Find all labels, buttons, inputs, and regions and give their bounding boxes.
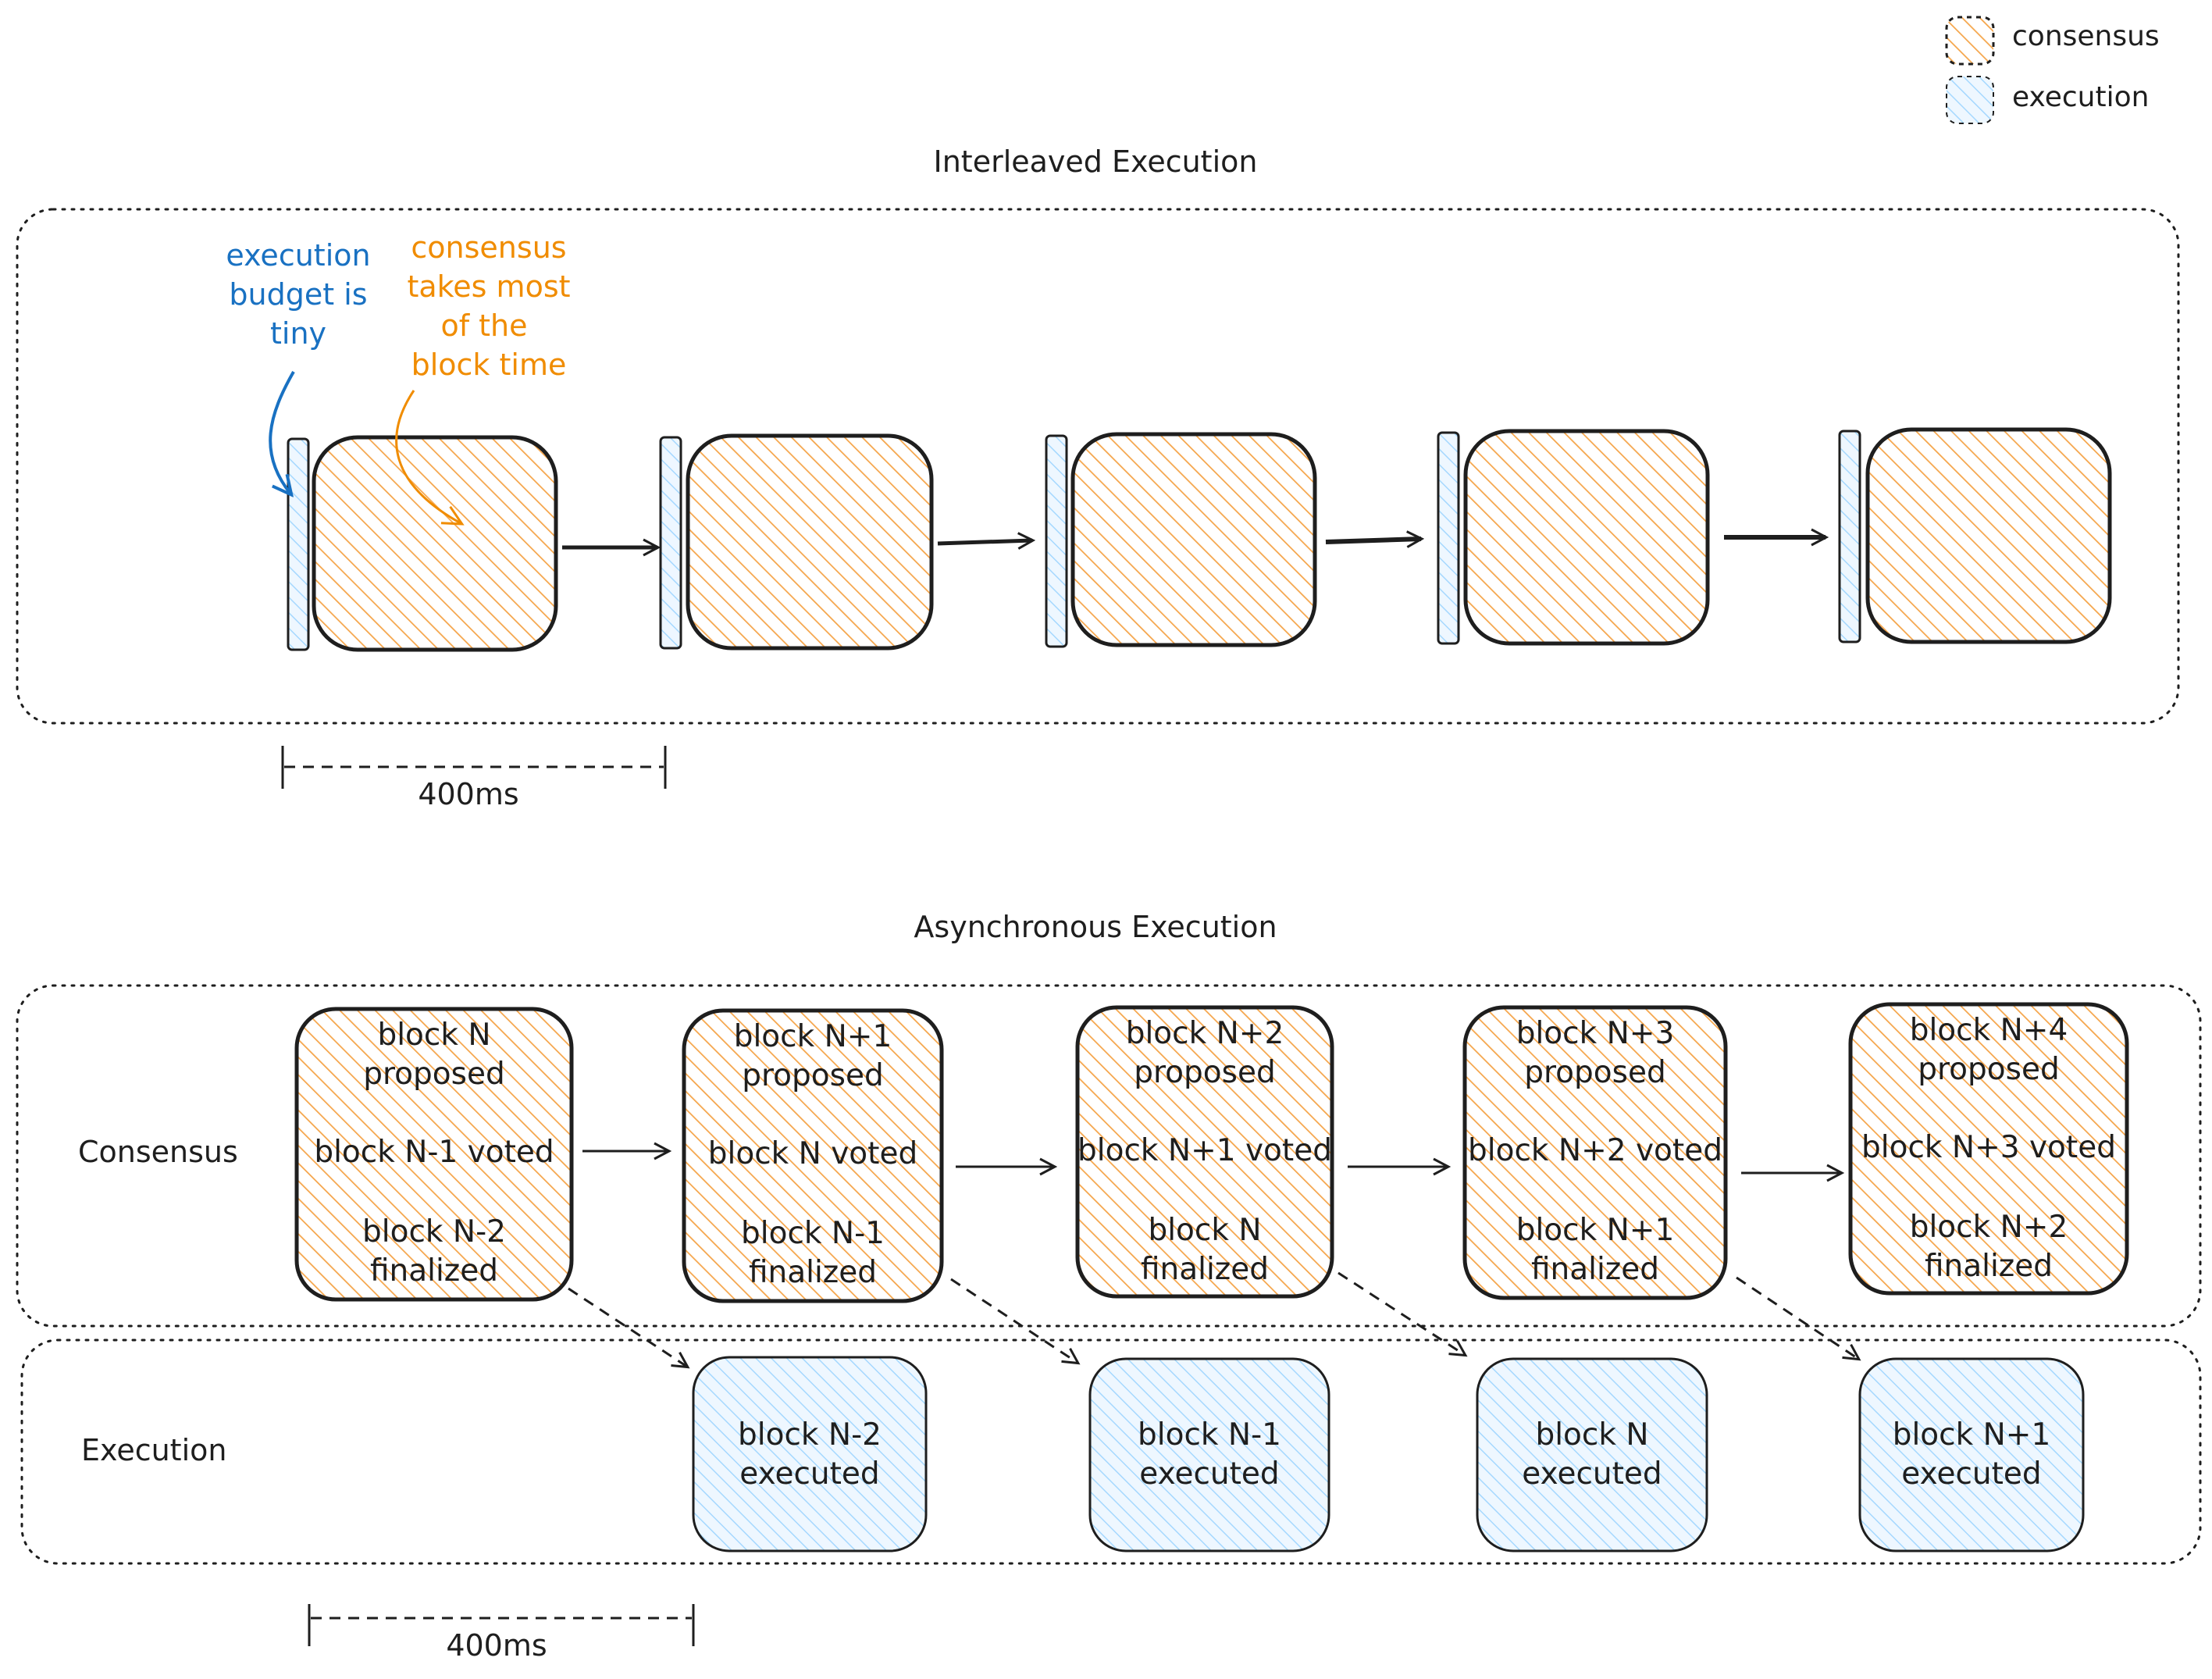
duration-label: 400ms: [418, 777, 518, 811]
note-line: takes most: [407, 269, 570, 304]
execution-slice: [659, 436, 682, 650]
execute-arrow: [1736, 1276, 1858, 1359]
block-text-line: executed: [739, 1456, 879, 1492]
block-proposed-line: proposed: [1918, 1052, 2059, 1087]
execution-lane: [20, 1339, 2202, 1565]
block-proposed-line: proposed: [363, 1057, 504, 1092]
interleaved-title: Interleaved Execution: [934, 144, 1258, 179]
note-consensus-time: consensus takes most of the block time: [395, 230, 571, 526]
legend-item-consensus: consensus: [1945, 16, 2160, 66]
block-proposed-line: block N: [377, 1018, 490, 1053]
block-finalized-line: block N+2: [1910, 1210, 2068, 1245]
lane-label-consensus: Consensus: [78, 1135, 238, 1169]
block-finalized-line: finalized: [370, 1253, 498, 1289]
block-proposed-line: proposed: [742, 1058, 883, 1093]
block-proposed-line: proposed: [1134, 1055, 1275, 1090]
note-line: execution: [226, 238, 370, 273]
duration-marker-interleaved: 400ms: [281, 746, 667, 811]
legend: consensus execution: [1945, 16, 2160, 124]
block-box: [682, 1008, 944, 1303]
block-text-line: block N: [1535, 1417, 1648, 1453]
block-text-line: block N-2: [738, 1417, 882, 1453]
note-line: of the: [440, 308, 527, 343]
block-proposed-line: block N+3: [1516, 1016, 1675, 1051]
consensus-block-2: block N+2 proposed block N+1 voted block…: [1075, 1005, 1334, 1299]
block-voted-line: block N+2 voted: [1468, 1133, 1722, 1168]
note-line: tiny: [270, 316, 326, 351]
block-proposed-line: block N+2: [1126, 1016, 1284, 1051]
consensus-block: [312, 435, 558, 652]
block-voted-line: block N-1 voted: [314, 1135, 554, 1170]
block-text-line: block N-1: [1138, 1417, 1281, 1453]
execution-block-2: block N executed: [1476, 1357, 1708, 1552]
block-text-line: executed: [1901, 1456, 2041, 1492]
consensus-block-1: block N+1 proposed block N voted block N…: [682, 1008, 944, 1303]
block-finalized-line: finalized: [1141, 1252, 1269, 1287]
block-box: [1088, 1357, 1330, 1552]
consensus-block: [1463, 429, 1710, 646]
block-proposed-line: block N+1: [734, 1019, 892, 1054]
consensus-block: [1865, 427, 2112, 644]
block-text-line: block N+1: [1893, 1417, 2051, 1453]
block-text-line: executed: [1522, 1456, 1662, 1492]
block-text-line: executed: [1139, 1456, 1279, 1492]
block-proposed-line: block N+4: [1910, 1013, 2068, 1048]
block-box: [1476, 1357, 1708, 1552]
block-finalized-line: finalized: [1925, 1249, 2053, 1284]
note-arrow-blue: [269, 371, 295, 494]
legend-swatch-execution: [1946, 76, 1994, 124]
block-voted-line: block N voted: [708, 1136, 917, 1171]
block-box: [1075, 1005, 1334, 1299]
note-line: block time: [411, 348, 567, 382]
legend-swatch-consensus: [1945, 16, 1995, 66]
execution-slice: [1437, 431, 1460, 645]
execution-block-3: block N+1 executed: [1858, 1357, 2085, 1552]
note-arrow-orange: [395, 390, 465, 526]
block-finalized-line: block N-2: [362, 1214, 506, 1249]
block-box: [1848, 1002, 2129, 1296]
block-box: [1462, 1005, 1728, 1300]
lane-label-execution: Execution: [81, 1433, 226, 1467]
flow-arrow: [937, 540, 1032, 544]
legend-label-consensus: consensus: [2012, 20, 2160, 52]
execute-arrow: [1338, 1271, 1465, 1355]
note-execution-budget: execution budget is tiny: [226, 238, 371, 494]
block-voted-line: block N+1 voted: [1078, 1133, 1332, 1168]
block-box: [1858, 1357, 2085, 1552]
interleaved-timeline: [287, 427, 2112, 652]
execution-block-0: block N-2 executed: [692, 1356, 928, 1552]
block-box: [294, 1007, 574, 1302]
execution-slice: [1045, 434, 1068, 648]
block-finalized-line: finalized: [1531, 1252, 1659, 1287]
flow-arrow: [1325, 539, 1421, 542]
block-proposed-line: proposed: [1524, 1055, 1665, 1090]
consensus-block-0: block N proposed block N-1 voted block N…: [294, 1007, 574, 1302]
consensus-block: [1070, 432, 1317, 647]
duration-marker-async: 400ms: [308, 1604, 695, 1663]
consensus-block-3: block N+3 proposed block N+2 voted block…: [1462, 1005, 1728, 1300]
block-finalized-line: block N: [1148, 1213, 1261, 1248]
block-finalized-line: finalized: [749, 1255, 877, 1290]
note-line: budget is: [229, 277, 367, 312]
block-finalized-line: block N+1: [1516, 1213, 1675, 1248]
legend-item-execution: execution: [1946, 76, 2149, 124]
execution-slice: [287, 437, 310, 651]
note-line: consensus: [411, 230, 566, 265]
execute-arrow: [568, 1287, 687, 1367]
block-finalized-line: block N-1: [741, 1216, 885, 1251]
block-box: [692, 1356, 928, 1552]
execute-arrow: [950, 1278, 1078, 1363]
consensus-block: [686, 433, 934, 651]
execution-slice: [1838, 430, 1861, 643]
consensus-block-4: block N+4 proposed block N+3 voted block…: [1848, 1002, 2129, 1296]
execution-block-1: block N-1 executed: [1088, 1357, 1330, 1552]
duration-label: 400ms: [446, 1628, 547, 1663]
legend-label-execution: execution: [2012, 81, 2149, 113]
async-title: Asynchronous Execution: [914, 910, 1277, 944]
block-voted-line: block N+3 voted: [1861, 1130, 2116, 1165]
